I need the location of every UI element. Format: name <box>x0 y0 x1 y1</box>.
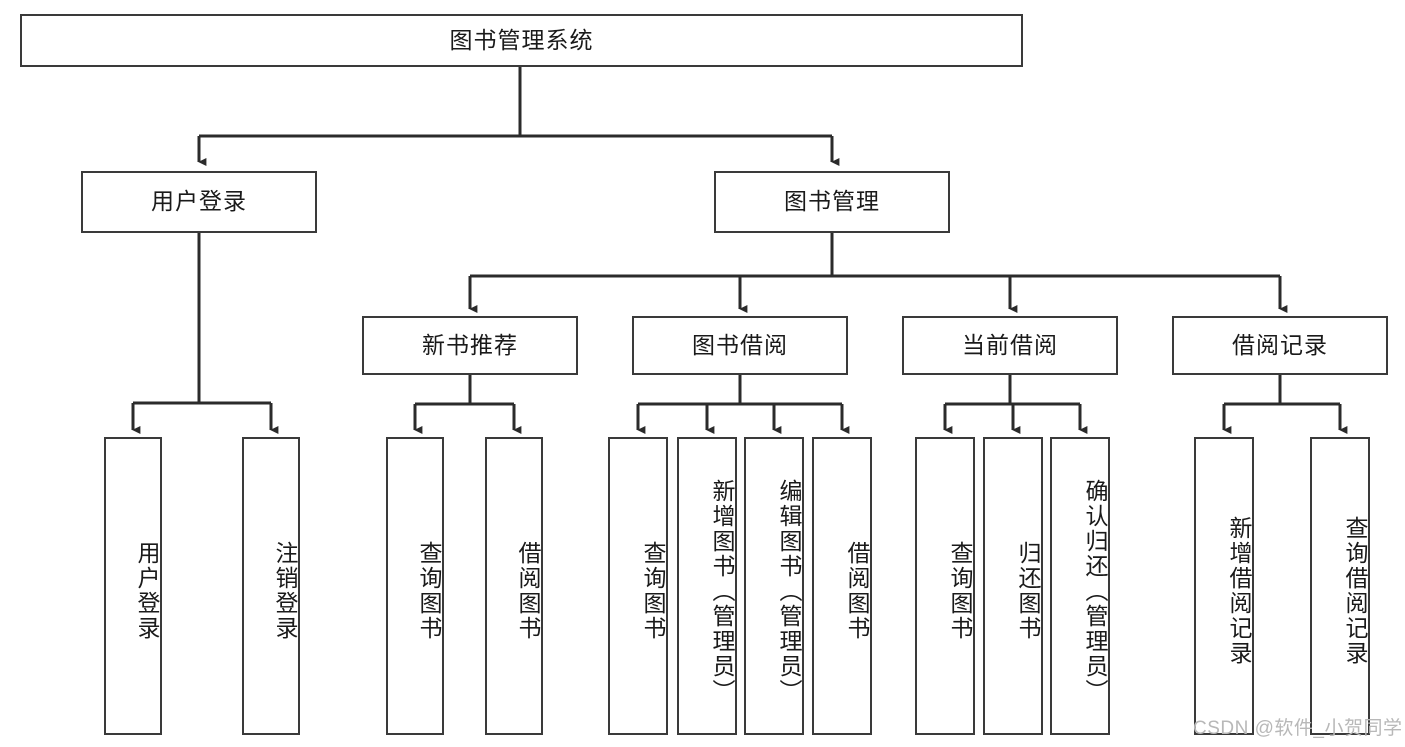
node-current-borrow[interactable]: 当前借阅 <box>902 316 1118 375</box>
node-leaf-add-book-label: 新增图书（管理员） <box>709 478 735 704</box>
csdn-watermark: CSDN @软件_小贺同学 <box>1193 718 1403 739</box>
node-leaf-query-book-2[interactable]: 查询图书 <box>608 437 668 735</box>
node-leaf-confirm-return-label: 确认归还（管理员） <box>1082 478 1108 704</box>
node-leaf-logout-label: 注销登录 <box>272 541 298 641</box>
node-borrow-record-label: 借阅记录 <box>1232 331 1328 358</box>
node-book-manage[interactable]: 图书管理 <box>714 171 950 233</box>
node-leaf-query-record-label: 查询借阅记录 <box>1342 516 1368 666</box>
node-leaf-borrow-book-2-label: 借阅图书 <box>844 541 870 641</box>
node-root[interactable]: 图书管理系统 <box>20 14 1023 67</box>
node-user-login[interactable]: 用户登录 <box>81 171 317 233</box>
node-leaf-query-book-1[interactable]: 查询图书 <box>386 437 444 735</box>
node-leaf-borrow-book-1[interactable]: 借阅图书 <box>485 437 543 735</box>
node-leaf-add-book[interactable]: 新增图书（管理员） <box>677 437 737 735</box>
node-leaf-user-login-label: 用户登录 <box>134 541 160 641</box>
node-new-book-recommend[interactable]: 新书推荐 <box>362 316 578 375</box>
node-new-book-recommend-label: 新书推荐 <box>422 331 518 358</box>
node-leaf-query-book-1-label: 查询图书 <box>416 541 442 641</box>
node-leaf-query-record[interactable]: 查询借阅记录 <box>1310 437 1370 735</box>
node-leaf-return-book[interactable]: 归还图书 <box>983 437 1043 735</box>
node-leaf-user-login[interactable]: 用户登录 <box>104 437 162 735</box>
node-borrow-record[interactable]: 借阅记录 <box>1172 316 1388 375</box>
node-current-borrow-label: 当前借阅 <box>962 331 1058 358</box>
node-leaf-confirm-return[interactable]: 确认归还（管理员） <box>1050 437 1110 735</box>
node-leaf-borrow-book-2[interactable]: 借阅图书 <box>812 437 872 735</box>
node-leaf-borrow-book-1-label: 借阅图书 <box>515 541 541 641</box>
node-leaf-edit-book[interactable]: 编辑图书（管理员） <box>744 437 804 735</box>
node-book-borrow[interactable]: 图书借阅 <box>632 316 848 375</box>
node-book-manage-label: 图书管理 <box>784 188 880 215</box>
node-leaf-logout[interactable]: 注销登录 <box>242 437 300 735</box>
node-leaf-return-book-label: 归还图书 <box>1015 541 1041 641</box>
node-leaf-edit-book-label: 编辑图书（管理员） <box>776 478 802 704</box>
node-leaf-query-book-2-label: 查询图书 <box>640 541 666 641</box>
node-book-borrow-label: 图书借阅 <box>692 331 788 358</box>
node-root-label: 图书管理系统 <box>449 26 594 53</box>
node-user-login-label: 用户登录 <box>151 188 247 215</box>
node-leaf-query-book-3[interactable]: 查询图书 <box>915 437 975 735</box>
node-leaf-add-record[interactable]: 新增借阅记录 <box>1194 437 1254 735</box>
node-leaf-add-record-label: 新增借阅记录 <box>1226 516 1252 666</box>
node-leaf-query-book-3-label: 查询图书 <box>947 541 973 641</box>
